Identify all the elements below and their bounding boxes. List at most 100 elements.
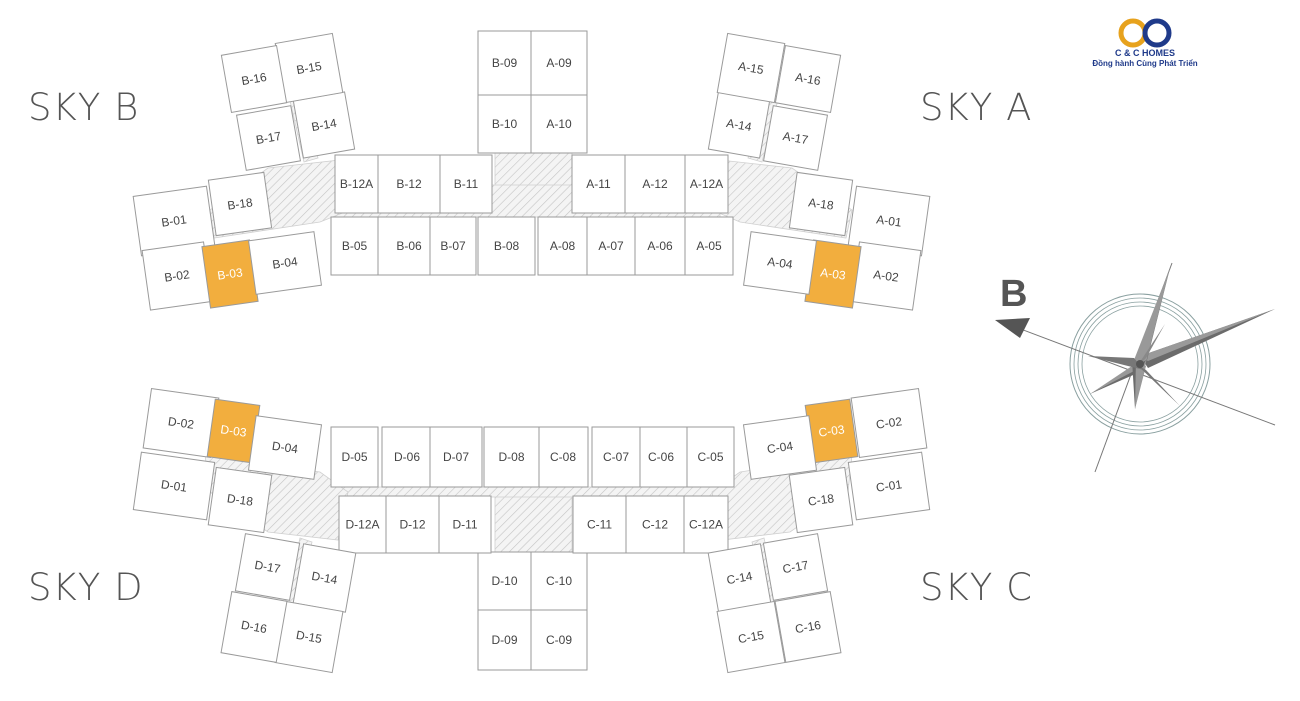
- unit-box[interactable]: [684, 216, 734, 276]
- unit-box[interactable]: [439, 154, 493, 214]
- unit-box[interactable]: [684, 154, 729, 214]
- unit-d-08[interactable]: D-08: [483, 426, 540, 488]
- unit-d-11[interactable]: D-11: [438, 495, 492, 554]
- unit-box[interactable]: [686, 426, 735, 488]
- unit-a-11[interactable]: A-11: [571, 154, 626, 214]
- unit-c-14[interactable]: C-14: [707, 543, 772, 613]
- unit-d-05[interactable]: D-05: [330, 426, 379, 488]
- unit-box[interactable]: [847, 451, 931, 521]
- unit-b-14[interactable]: B-14: [292, 91, 356, 159]
- unit-a-02[interactable]: A-02: [850, 241, 922, 311]
- unit-d-16[interactable]: D-16: [220, 591, 288, 663]
- unit-d-14[interactable]: D-14: [292, 543, 357, 613]
- unit-c-12[interactable]: C-12: [625, 495, 685, 554]
- unit-d-12a[interactable]: D-12A: [338, 495, 387, 554]
- unit-c-08[interactable]: C-08: [537, 426, 589, 488]
- unit-c-02[interactable]: C-02: [850, 387, 928, 459]
- unit-b-18[interactable]: B-18: [207, 171, 273, 237]
- unit-a-07[interactable]: A-07: [586, 216, 636, 276]
- unit-box[interactable]: [774, 44, 842, 114]
- unit-b-02[interactable]: B-02: [141, 241, 213, 311]
- unit-c-06[interactable]: C-06: [634, 426, 688, 488]
- unit-a-18[interactable]: A-18: [788, 171, 854, 237]
- unit-box[interactable]: [477, 609, 532, 671]
- unit-c-03[interactable]: C-03: [804, 398, 859, 464]
- unit-c-07[interactable]: C-07: [591, 426, 641, 488]
- unit-d-07[interactable]: D-07: [429, 426, 483, 488]
- unit-d-18[interactable]: D-18: [207, 466, 273, 534]
- unit-a-15[interactable]: A-15: [716, 32, 786, 104]
- unit-c-05[interactable]: C-05: [686, 426, 735, 488]
- unit-box[interactable]: [537, 216, 588, 276]
- unit-c-16[interactable]: C-16: [774, 591, 842, 663]
- unit-box[interactable]: [571, 154, 626, 214]
- unit-box[interactable]: [207, 466, 273, 534]
- unit-b-17[interactable]: B-17: [235, 105, 302, 171]
- unit-b-04[interactable]: B-04: [247, 231, 323, 295]
- unit-c-11[interactable]: C-11: [572, 495, 627, 554]
- unit-a-10[interactable]: A-10: [530, 94, 588, 154]
- unit-box[interactable]: [683, 495, 729, 554]
- unit-a-03[interactable]: A-03: [804, 239, 862, 309]
- unit-c-12a[interactable]: C-12A: [683, 495, 729, 554]
- unit-d-12[interactable]: D-12: [385, 495, 440, 554]
- unit-a-05[interactable]: A-05: [684, 216, 734, 276]
- unit-d-09[interactable]: D-09: [477, 609, 532, 671]
- unit-box[interactable]: [591, 426, 641, 488]
- unit-box[interactable]: [477, 216, 536, 276]
- unit-box[interactable]: [334, 154, 379, 214]
- unit-c-17[interactable]: C-17: [762, 533, 829, 601]
- unit-a-16[interactable]: A-16: [774, 44, 842, 114]
- unit-b-11[interactable]: B-11: [439, 154, 493, 214]
- unit-b-16[interactable]: B-16: [220, 44, 288, 114]
- unit-b-10[interactable]: B-10: [477, 94, 532, 154]
- unit-box[interactable]: [788, 466, 854, 534]
- unit-c-01[interactable]: C-01: [847, 451, 931, 521]
- unit-d-15[interactable]: D-15: [274, 600, 344, 674]
- unit-box[interactable]: [530, 609, 588, 671]
- unit-box[interactable]: [234, 533, 301, 601]
- unit-box[interactable]: [207, 171, 273, 237]
- unit-c-10[interactable]: C-10: [530, 551, 588, 611]
- unit-box[interactable]: [429, 426, 483, 488]
- unit-a-12a[interactable]: A-12A: [684, 154, 729, 214]
- unit-a-09[interactable]: A-09: [530, 30, 588, 96]
- unit-b-07[interactable]: B-07: [429, 216, 477, 276]
- unit-box[interactable]: [624, 154, 686, 214]
- unit-box[interactable]: [572, 495, 627, 554]
- unit-box[interactable]: [429, 216, 477, 276]
- unit-c-15[interactable]: C-15: [716, 600, 786, 674]
- unit-box[interactable]: [625, 495, 685, 554]
- unit-box[interactable]: [774, 591, 842, 663]
- unit-box[interactable]: [477, 94, 532, 154]
- unit-box[interactable]: [235, 105, 302, 171]
- unit-box[interactable]: [483, 426, 540, 488]
- unit-box[interactable]: [338, 495, 387, 554]
- unit-c-09[interactable]: C-09: [530, 609, 588, 671]
- unit-box[interactable]: [634, 216, 686, 276]
- unit-box[interactable]: [788, 171, 854, 237]
- unit-d-17[interactable]: D-17: [234, 533, 301, 601]
- unit-box[interactable]: [330, 426, 379, 488]
- unit-a-04[interactable]: A-04: [742, 231, 818, 295]
- unit-b-05[interactable]: B-05: [330, 216, 379, 276]
- unit-b-08[interactable]: B-08: [477, 216, 536, 276]
- unit-box[interactable]: [586, 216, 636, 276]
- unit-d-04[interactable]: D-04: [247, 415, 323, 480]
- unit-box[interactable]: [377, 154, 441, 214]
- unit-box[interactable]: [716, 600, 786, 674]
- unit-box[interactable]: [247, 415, 323, 480]
- unit-d-10[interactable]: D-10: [477, 551, 532, 611]
- unit-a-12[interactable]: A-12: [624, 154, 686, 214]
- unit-a-08[interactable]: A-08: [537, 216, 588, 276]
- unit-box[interactable]: [850, 387, 928, 459]
- unit-d-02[interactable]: D-02: [142, 387, 220, 459]
- unit-b-03[interactable]: B-03: [201, 239, 259, 309]
- unit-box[interactable]: [742, 231, 818, 295]
- unit-box[interactable]: [477, 30, 532, 96]
- unit-b-09[interactable]: B-09: [477, 30, 532, 96]
- unit-box[interactable]: [762, 533, 829, 601]
- unit-a-06[interactable]: A-06: [634, 216, 686, 276]
- unit-box[interactable]: [537, 426, 589, 488]
- unit-d-01[interactable]: D-01: [132, 451, 216, 521]
